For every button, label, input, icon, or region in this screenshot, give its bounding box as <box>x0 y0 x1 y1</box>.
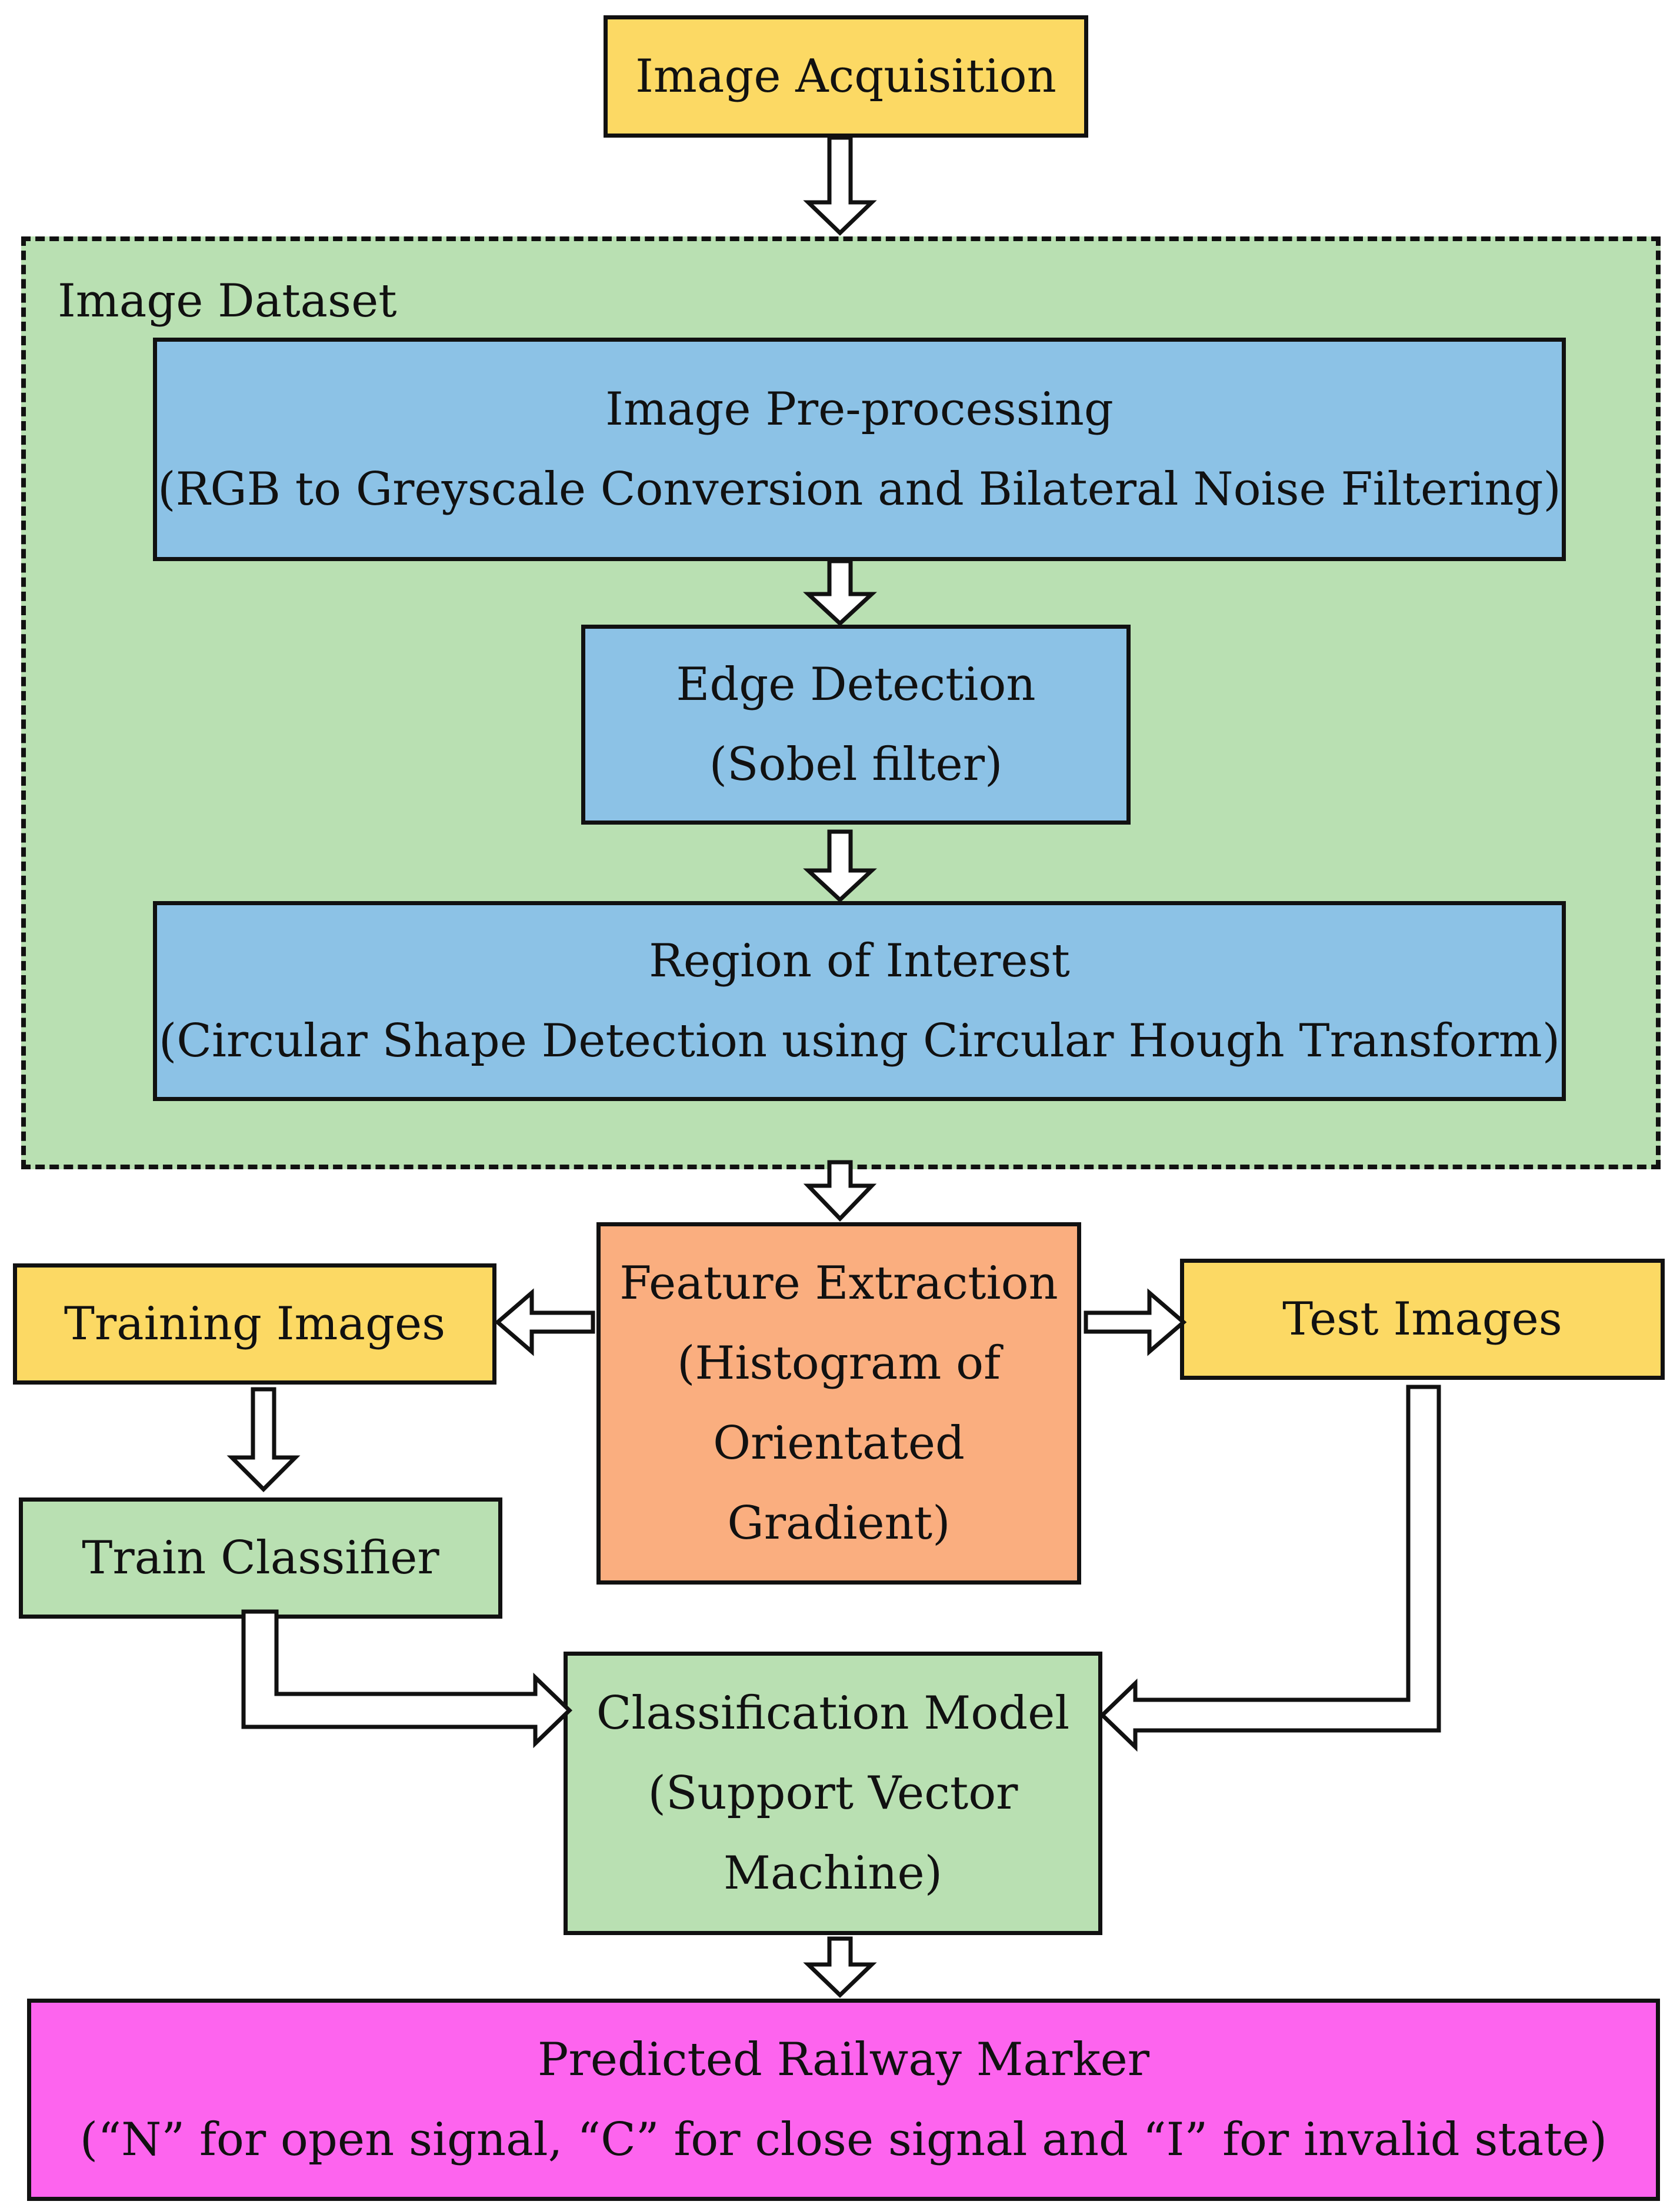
predicted-marker-box: Predicted Railway Marker (“N” for open s… <box>27 1999 1660 2201</box>
region-of-interest-detail: (Circular Shape Detection using Circular… <box>158 1015 1561 1068</box>
predicted-marker-title: Predicted Railway Marker <box>537 2033 1150 2086</box>
feature-extraction-line-4: Gradient) <box>727 1497 951 1550</box>
arrow-model-to-prediction <box>803 1936 877 1998</box>
test-images-box: Test Images <box>1180 1259 1665 1380</box>
train-classifier-box: Train Classifier <box>19 1497 502 1619</box>
feature-extraction-box: Feature Extraction (Histogram of Orienta… <box>596 1222 1081 1585</box>
arrow-edge-to-roi <box>803 829 877 903</box>
image-acquisition-label: Image Acquisition <box>635 50 1056 103</box>
arrow-feature-to-test <box>1084 1288 1187 1356</box>
region-of-interest-title: Region of Interest <box>649 935 1070 988</box>
classification-model-line-1: Classification Model <box>596 1687 1070 1740</box>
preprocessing-detail: (RGB to Greyscale Conversion and Bilater… <box>158 463 1561 516</box>
test-images-label: Test Images <box>1282 1293 1562 1346</box>
training-images-label: Training Images <box>64 1298 446 1350</box>
training-images-box: Training Images <box>13 1263 496 1385</box>
edge-detection-box: Edge Detection (Sobel filter) <box>581 625 1131 825</box>
classification-model-box: Classification Model (Support Vector Mac… <box>564 1652 1102 1935</box>
edge-detection-detail: (Sobel filter) <box>709 738 1003 791</box>
preprocessing-box: Image Pre-processing (RGB to Greyscale C… <box>153 338 1566 561</box>
arrow-feature-to-training <box>494 1288 595 1356</box>
train-classifier-label: Train Classifier <box>82 1532 439 1585</box>
arrow-acquisition-to-dataset <box>803 135 877 236</box>
arrow-test-to-model <box>1099 1385 1441 1752</box>
classification-model-line-3: Machine) <box>723 1847 943 1900</box>
arrow-classifier-to-model <box>241 1609 573 1749</box>
feature-extraction-line-3: Orientated <box>713 1417 965 1470</box>
arrow-training-to-classifier <box>226 1387 301 1492</box>
image-dataset-label: Image Dataset <box>58 275 397 328</box>
predicted-marker-detail: (“N” for open signal, “C” for close sign… <box>79 2113 1608 2166</box>
preprocessing-title: Image Pre-processing <box>605 383 1114 436</box>
feature-extraction-line-1: Feature Extraction <box>619 1257 1058 1310</box>
edge-detection-title: Edge Detection <box>676 658 1036 711</box>
arrow-dataset-to-feature <box>803 1160 877 1222</box>
region-of-interest-box: Region of Interest (Circular Shape Detec… <box>153 901 1566 1101</box>
arrow-preprocessing-to-edge <box>803 559 877 626</box>
feature-extraction-line-2: (Histogram of <box>676 1337 1001 1390</box>
classification-model-line-2: (Support Vector <box>648 1767 1018 1820</box>
